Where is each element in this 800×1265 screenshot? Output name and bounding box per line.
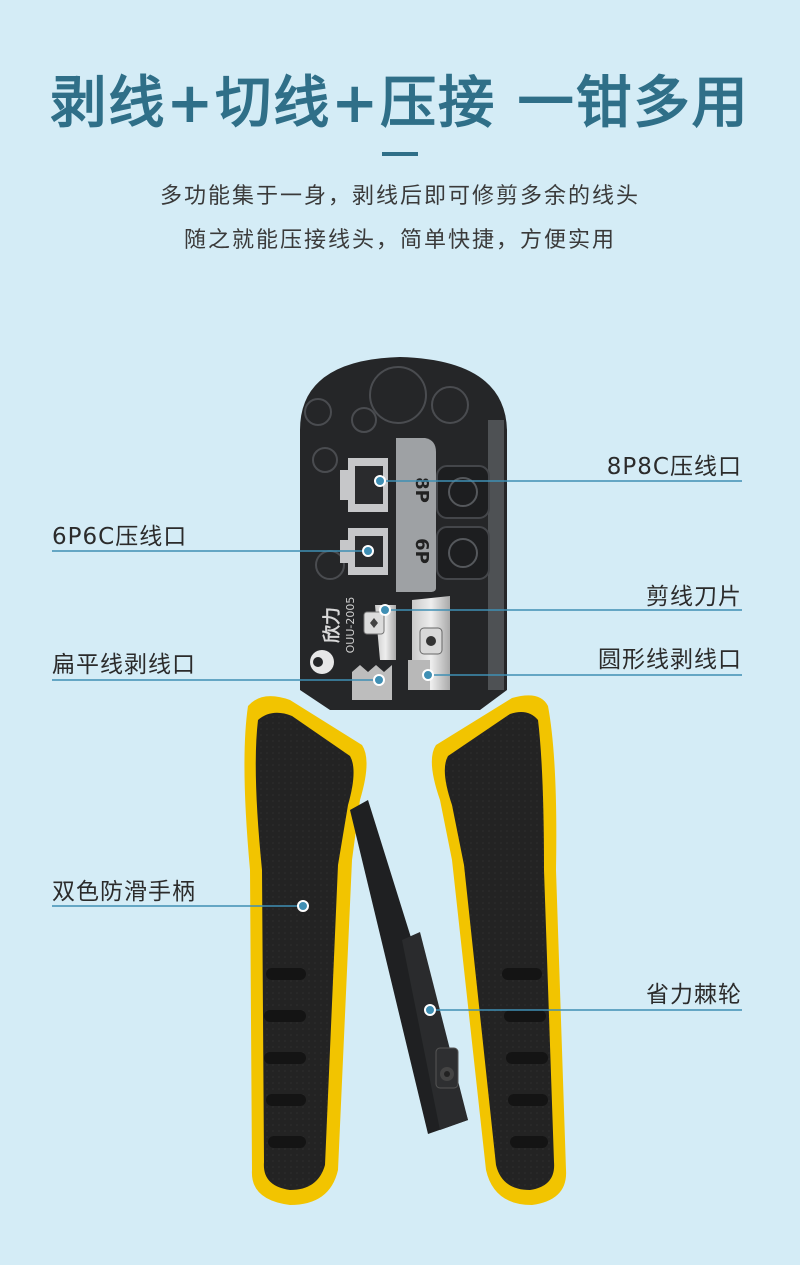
description-line-2: 随之就能压接线头，简单快捷，方便实用 — [183, 228, 616, 253]
die-label-8p: 8P — [411, 477, 432, 503]
description-line-1: 多功能集于一身，剥线后即可修剪多余的线头 — [159, 184, 640, 209]
die-plate: 8P 6P — [396, 438, 436, 592]
label-cutting-blade: 剪线刀片 — [646, 584, 742, 610]
label-flat-wire-stripper: 扁平线剥线口 — [52, 652, 196, 678]
label-ratchet: 省力棘轮 — [646, 982, 742, 1008]
brand-logo-text: 欣力 — [321, 607, 343, 643]
label-6p6c-crimp-port: 6P6C压线口 — [52, 524, 188, 550]
model-number: OUU-2005 — [344, 597, 357, 654]
brand-marking: 欣力 OUU-2005 — [310, 597, 357, 674]
callout-dot-round — [422, 669, 434, 681]
die-label-6p: 6P — [411, 538, 432, 564]
callout-dot-8p8c — [374, 475, 386, 487]
label-8p8c-crimp-port: 8P8C压线口 — [606, 454, 742, 480]
page-title: 剥线+切线+压接 一钳多用 — [50, 71, 750, 136]
ratchet-mechanism — [350, 800, 468, 1134]
callout-dot-ratchet — [424, 1004, 436, 1016]
callout-dot-6p6c — [362, 545, 374, 557]
label-two-color-handle: 双色防滑手柄 — [52, 879, 196, 905]
cutting-blade-assembly — [352, 596, 450, 700]
callout-dot-handle — [297, 900, 309, 912]
callout-dot-flat — [373, 674, 385, 686]
callout-dot-blade — [379, 604, 391, 616]
right-handle — [431, 695, 567, 1205]
left-handle — [244, 696, 367, 1205]
callout-lines — [52, 475, 742, 1016]
label-round-wire-stripper: 圆形线剥线口 — [598, 647, 742, 673]
title-divider — [382, 152, 418, 156]
